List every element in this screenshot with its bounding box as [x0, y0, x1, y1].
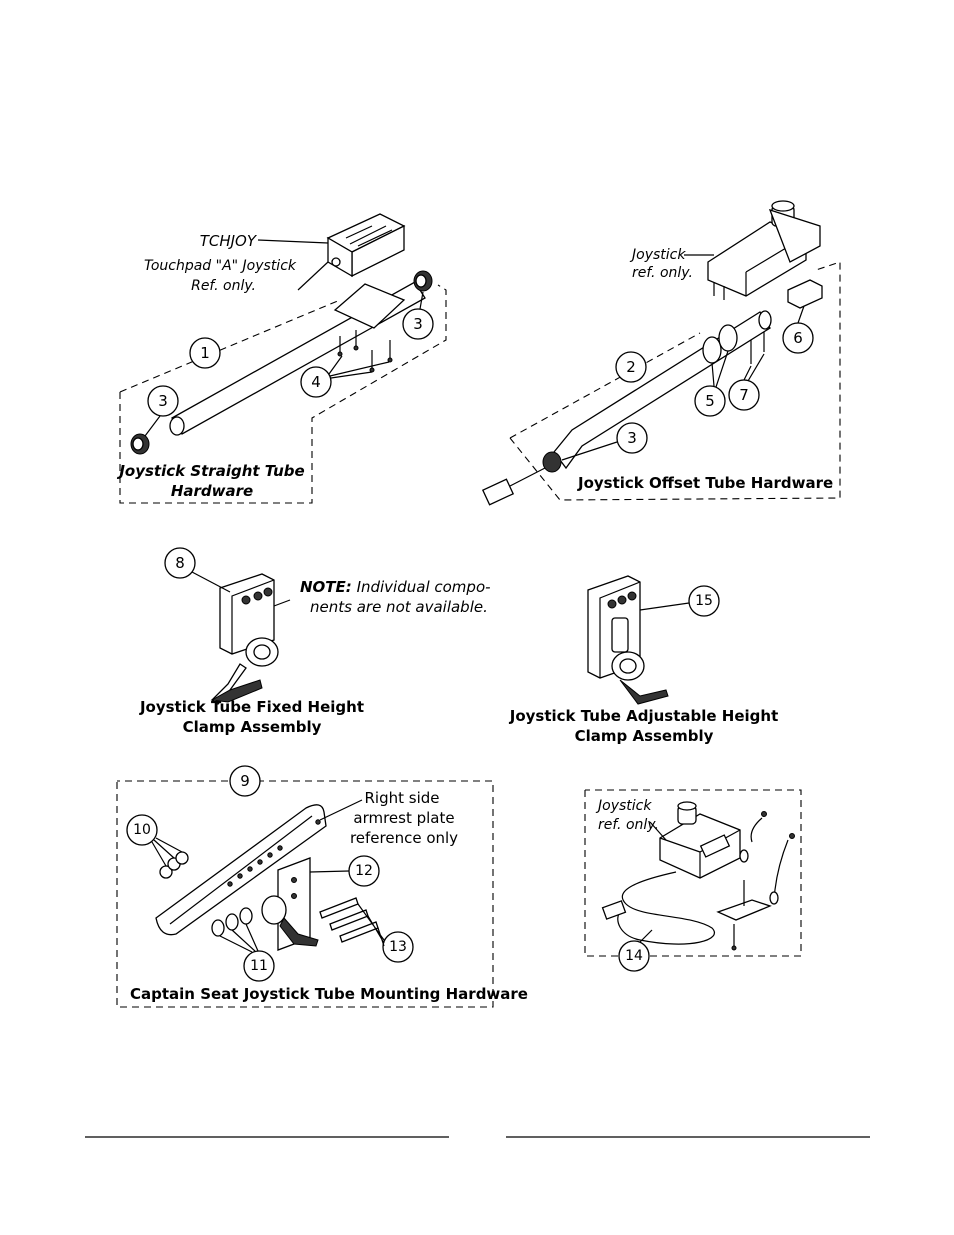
offset-caption: Joystick Offset Tube Hardware	[577, 474, 833, 492]
armrest-leader	[319, 799, 363, 821]
number-10-circle	[126, 814, 158, 846]
mount-14-joystick-label: Joystick	[595, 798, 652, 814]
fixed-clamp	[210, 573, 279, 705]
collar-1	[702, 336, 722, 364]
number-3-offset-circle	[616, 422, 648, 454]
touchpad-label: Touchpad "A" Joystick	[144, 258, 297, 274]
number-5-circle	[694, 385, 726, 417]
number-2-circle	[615, 351, 647, 383]
number-1-circle	[189, 337, 221, 369]
mounting-plate	[333, 283, 406, 329]
mount-14-connector	[601, 900, 627, 920]
fixed-clamp-caption-1: Joystick Tube Fixed Height	[139, 698, 364, 716]
mounting-bracket	[261, 857, 319, 951]
number-13-circle	[382, 931, 414, 963]
touchpad-joystick	[297, 213, 406, 291]
adjustable-clamp	[587, 575, 669, 705]
number-15-circle	[688, 585, 720, 617]
captain-caption: Captain Seat Joystick Tube Mounting Hard…	[130, 985, 528, 1003]
bolts-13	[319, 897, 379, 943]
number-8: 8	[175, 554, 185, 572]
number-3-left-circle	[147, 385, 179, 417]
end-cap-right	[413, 270, 433, 292]
mount-14-joystick	[659, 801, 741, 879]
offset-joystick-label: Joystick	[629, 247, 686, 263]
adjustable-clamp-panel: 15 Joystick Tube Adjustable Height Clamp…	[509, 575, 779, 745]
offset-ref-label: ref. only.	[632, 265, 693, 281]
screws	[337, 330, 393, 373]
note-line-1-text: NOTE: Individual compo-	[300, 578, 491, 596]
number-15: 15	[695, 593, 713, 609]
number-11: 11	[250, 958, 268, 974]
straight-tube-boundary-top	[119, 299, 341, 393]
end-plug	[542, 451, 562, 473]
nuts	[159, 851, 189, 879]
number-3-right: 3	[413, 315, 423, 333]
mount-14-boundary	[584, 789, 802, 957]
number-14: 14	[625, 948, 643, 964]
number-8-circle	[164, 547, 196, 579]
offset-joystick	[707, 200, 821, 300]
armrest-label-1: Right side	[365, 789, 440, 807]
adjustable-clamp-caption-2: Clamp Assembly	[575, 727, 714, 745]
offset-tube-panel: Joystick ref. only. 2 3 5 6 7 Joystick O…	[481, 200, 841, 506]
note-line-2: nents are not available.	[310, 598, 488, 616]
straight-caption-1: Joystick Straight Tube	[116, 462, 304, 480]
mount-14-panel: Joystick ref. only. 14	[584, 789, 802, 972]
mount-14-cable	[617, 871, 715, 945]
cable	[509, 467, 546, 487]
number-11-circle	[243, 950, 275, 982]
connector	[481, 478, 515, 506]
number-4: 4	[311, 373, 321, 391]
straight-tube-boundary	[119, 284, 447, 504]
mount-14-leader	[649, 821, 667, 841]
number-13: 13	[389, 939, 407, 955]
number-4-circle	[300, 366, 332, 398]
fixed-clamp-caption-2: Clamp Assembly	[183, 718, 322, 736]
armrest-label-3: reference only	[350, 829, 458, 847]
straight-ref-label: Ref. only.	[191, 278, 256, 294]
number-1: 1	[200, 344, 210, 362]
straight-caption-2: Hardware	[171, 482, 253, 500]
captain-seat-boundary	[116, 780, 494, 1008]
armrest-plate	[155, 804, 327, 936]
note-bold: NOTE:	[300, 578, 352, 596]
number-3-offset: 3	[627, 429, 637, 447]
offset-tube-boundary	[509, 261, 841, 501]
number-2: 2	[626, 358, 636, 376]
number-12: 12	[355, 863, 373, 879]
number-5: 5	[705, 392, 715, 410]
number-3-right-circle	[402, 308, 434, 340]
number-9-circle	[229, 765, 261, 797]
number-9: 9	[240, 772, 250, 790]
armrest-label-2: armrest plate	[353, 809, 454, 827]
spacers-11	[211, 907, 253, 937]
number-7: 7	[739, 386, 749, 404]
number-14-circle	[618, 940, 650, 972]
number-10: 10	[133, 822, 151, 838]
mount-14-ref-label: ref. only.	[598, 817, 659, 833]
fixed-clamp-panel: 8 NOTE: Individual compo- nents are not …	[139, 547, 491, 736]
tchjoy-label: TCHJOY	[200, 232, 258, 250]
number-3-left: 3	[158, 392, 168, 410]
adjustable-clamp-caption-1: Joystick Tube Adjustable Height	[509, 707, 779, 725]
tchjoy-leader	[257, 239, 329, 244]
captain-seat-panel: Right side armrest plate reference only …	[116, 765, 528, 1008]
note-line-1: Individual compo-	[352, 578, 491, 596]
collar-2	[718, 324, 738, 352]
tube-block	[787, 279, 823, 309]
straight-tube-panel: TCHJOY Touchpad "A" Joystick Ref. only. …	[116, 213, 447, 504]
number-6: 6	[793, 329, 803, 347]
mount-14-bracket	[716, 899, 772, 921]
end-cap-left	[130, 433, 150, 455]
